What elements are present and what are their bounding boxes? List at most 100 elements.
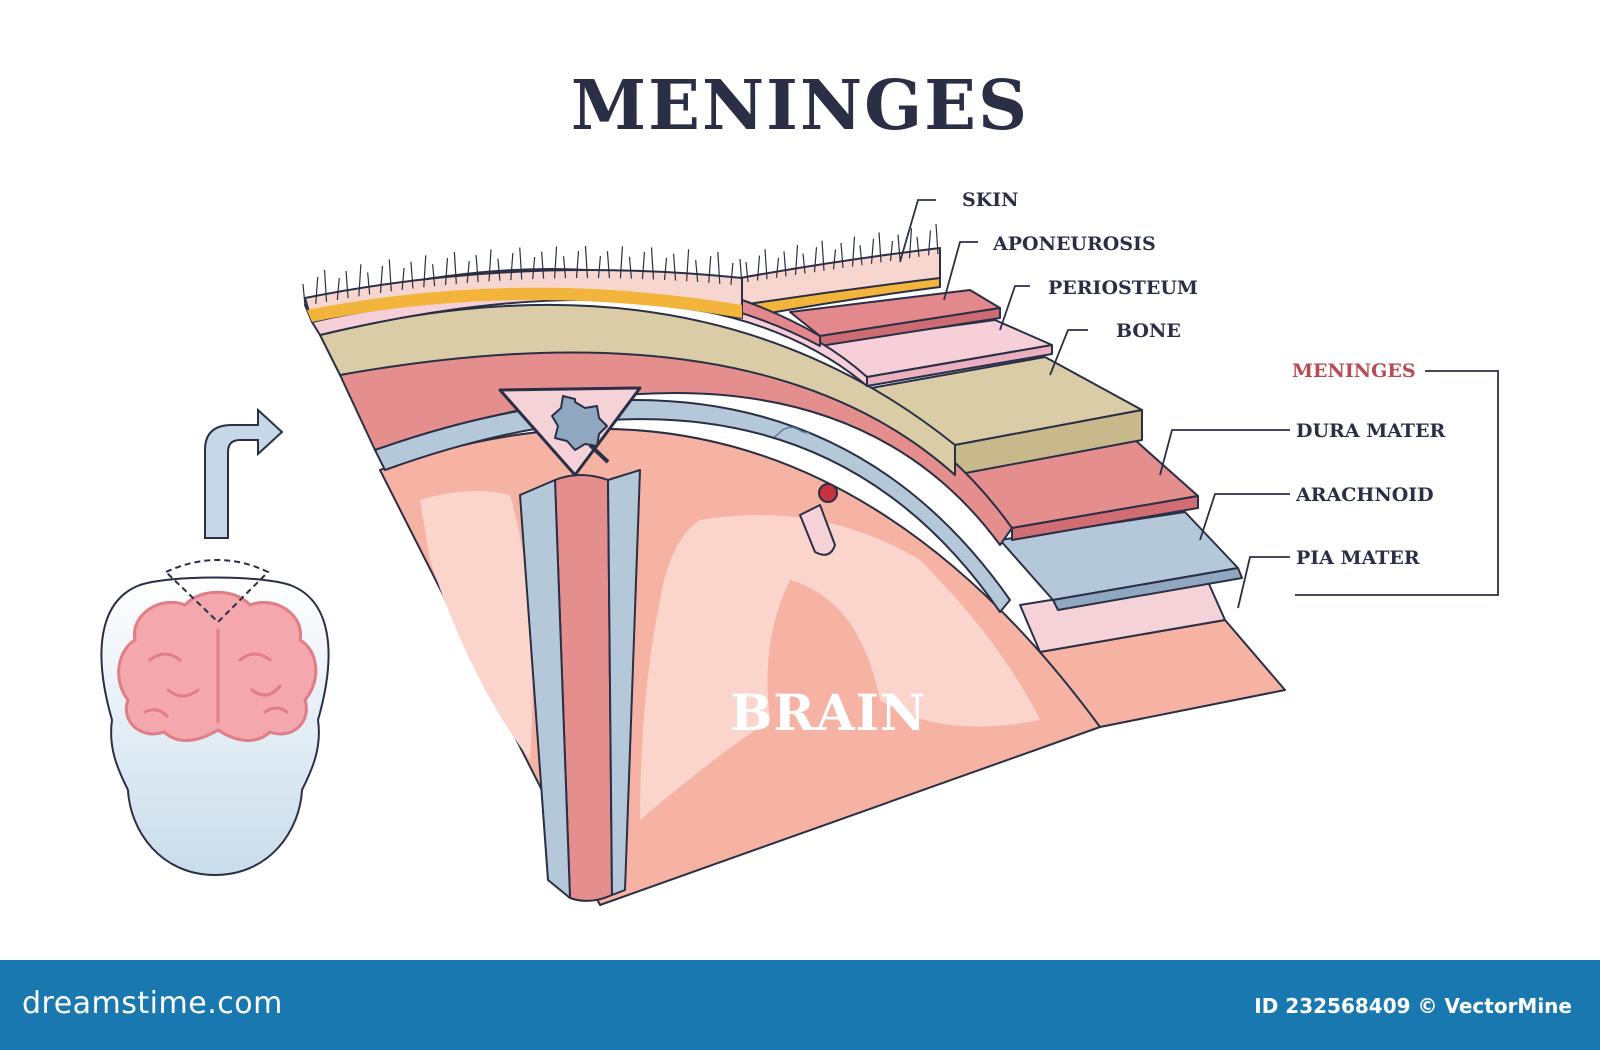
hair-strand (367, 272, 371, 295)
hair-strand (336, 277, 340, 300)
hair-strand (423, 255, 427, 288)
hair-strand (444, 257, 449, 286)
footer-brand: dreamstime.com (22, 986, 283, 1021)
label-skin: SKIN (962, 189, 1019, 211)
hair-strand (739, 258, 743, 287)
hair-strand (764, 249, 768, 280)
label-arachnoid: ARACHNOID (1296, 484, 1434, 506)
dura-mater-leader (1159, 429, 1290, 476)
label-aponeurosis: APONEUROSIS (993, 233, 1156, 255)
meninges-diagram: MENINGES SKIN APONEUROSIS PERIOSTEUM BON… (100, 66, 1499, 906)
bone-leader (1049, 329, 1088, 376)
head-inset (100, 407, 330, 877)
hair-strand (541, 251, 545, 279)
bone-layer (319, 304, 956, 476)
hair-strand (532, 256, 536, 280)
left-hemisphere-highlight (420, 491, 533, 760)
hair-strand (783, 251, 787, 277)
hair-strand (453, 251, 457, 285)
hair-strand (432, 264, 436, 287)
brain-icon-folds (143, 628, 289, 724)
hair-strand (916, 236, 920, 257)
hair-strand (641, 251, 646, 280)
hair-strand (466, 260, 470, 284)
hair-strand (410, 261, 414, 289)
pia-mater-leader (1237, 556, 1290, 609)
hair-strand (897, 234, 901, 260)
arachnoid-block-edge (1052, 567, 1243, 611)
leader-lines (899, 199, 1499, 609)
hair-strand (878, 232, 882, 263)
hair-strand (379, 265, 384, 294)
hair-strand (832, 249, 837, 270)
arachnoid-granulation (551, 395, 608, 451)
diagram-canvas (100, 199, 1499, 906)
granulation-stalk (588, 443, 610, 464)
label-meninges-group: MENINGES (1292, 360, 1416, 382)
hair-strand (663, 257, 668, 281)
hair-strand (619, 246, 624, 279)
hair-strand (756, 255, 761, 281)
hair-strand (708, 255, 712, 283)
layer-blocks (739, 247, 1286, 728)
cross-section (304, 268, 1101, 906)
hair-strand (695, 260, 699, 283)
falx-arachnoid-right (607, 469, 641, 896)
hair-strand (315, 276, 319, 304)
hair-strand (794, 244, 799, 276)
hair-strand (628, 256, 633, 279)
hair-strand (840, 242, 844, 269)
hair-strand (908, 228, 913, 259)
skin-fat-band (741, 277, 941, 319)
hair-strand (345, 271, 349, 299)
skin-leader (899, 199, 936, 263)
footer-bar: dreamstime.com ID 232568409 © VectorMine (0, 960, 1600, 1050)
blood-vessel (818, 483, 838, 503)
hair-strand (813, 247, 818, 273)
hair-strand (672, 253, 677, 281)
hair-strand (553, 246, 558, 279)
zoom-arrow (204, 407, 284, 539)
hair-strand (519, 247, 523, 280)
brain-sulcus (799, 504, 836, 556)
hair-strand (775, 257, 780, 278)
hair-strand (935, 223, 939, 255)
hair-strand (497, 258, 501, 281)
hair-strand (606, 251, 611, 279)
hair-strand (510, 252, 514, 281)
dura-mater-block-edge (1011, 495, 1199, 541)
label-bone: BONE (1116, 320, 1181, 342)
hair-strand (401, 267, 405, 291)
hair-strand (870, 238, 875, 264)
footer-stock-id: ID 232568409 © VectorMine (1254, 994, 1572, 1018)
cut-wedge-indicator (164, 559, 270, 624)
hair-strand (323, 269, 328, 302)
hair-strand (475, 255, 479, 283)
hair-strand (730, 262, 734, 285)
falx-arachnoid-left (519, 479, 571, 899)
hair-strand (889, 240, 894, 262)
hair-strand (859, 245, 863, 266)
hair-strand (851, 236, 856, 267)
hair-strand (584, 245, 589, 279)
hair-strand (575, 250, 580, 279)
hair-strand (717, 251, 721, 284)
hair-strand (802, 253, 806, 274)
hair-strand (745, 261, 749, 283)
scalp-fat-band (307, 287, 742, 322)
hair-strand (821, 240, 825, 271)
hair-strand (686, 249, 690, 282)
page-title: MENINGES (570, 66, 1030, 146)
hair-strand (650, 247, 655, 280)
arachnoid-leader (1199, 493, 1290, 541)
label-brain: BRAIN (730, 683, 927, 742)
right-hemisphere-highlight (640, 515, 1040, 820)
hair-strand (358, 264, 362, 297)
hair-strand (388, 259, 392, 292)
label-pia-mater: PIA MATER (1296, 547, 1420, 569)
periosteum-leader (999, 285, 1030, 331)
hair-strand (927, 230, 932, 256)
hair-strand (302, 283, 306, 307)
meninges-bracket (1295, 370, 1499, 596)
label-periosteum: PERIOSTEUM (1048, 277, 1198, 299)
